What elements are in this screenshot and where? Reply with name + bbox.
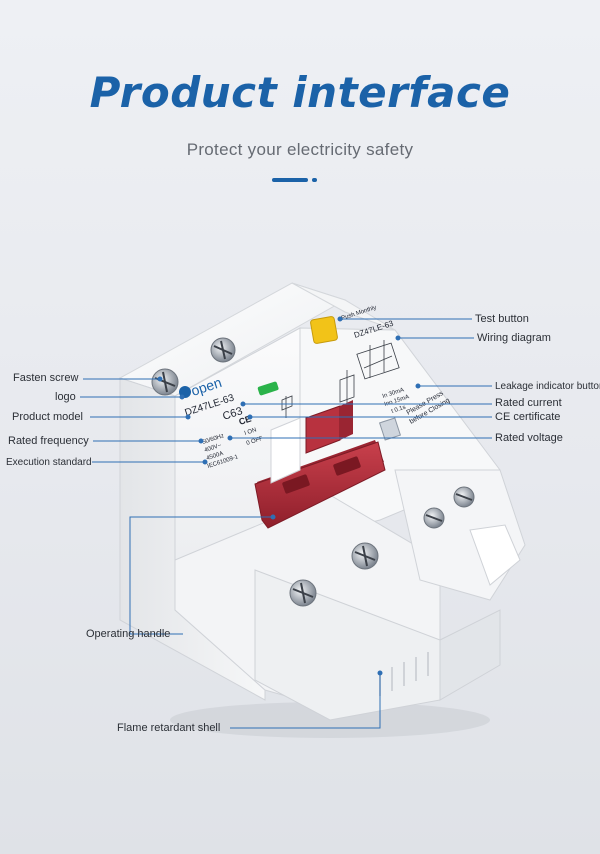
screw-bottom-middle [351, 542, 379, 570]
label-leakage-indicator-button: Leakage indicator button [495, 381, 600, 392]
label-fasten-screw: Fasten screw [13, 372, 79, 384]
capacity-text: 4500A [206, 451, 224, 462]
screw-right-1 [423, 507, 445, 529]
test-button [310, 316, 338, 344]
screw-top-middle [210, 337, 236, 363]
label-rated-current: Rated current [495, 397, 562, 409]
rcd-circuit-symbol [339, 370, 355, 408]
label-rated-frequency: Rated frequency [8, 435, 89, 447]
label-rated-voltage: Rated voltage [495, 432, 563, 444]
circuit-symbol [281, 395, 293, 418]
operating-handle-graphic [254, 400, 386, 529]
screw-top-left [151, 368, 179, 396]
screw-right-2 [453, 486, 475, 508]
label-operating-handle: Operating handle [86, 628, 171, 640]
din-clip [469, 524, 521, 586]
label-logo: logo [55, 391, 76, 403]
label-flame-retardant-shell: Flame retardant shell [117, 722, 221, 734]
wiring-diagram-graphic [356, 340, 400, 380]
leak-text-3: t 0.1s [391, 405, 407, 415]
device-rating-text: C63 [221, 405, 244, 423]
page-subtitle: Protect your electricity safety [186, 140, 414, 159]
title-underline-dot [312, 178, 317, 182]
leader-lines [80, 316, 492, 729]
screw-bottom-left [289, 579, 317, 607]
label-execution-standard: Execution standard [6, 457, 92, 468]
on-text: I ON [244, 427, 258, 437]
status-indicator-window [257, 381, 279, 396]
label-wiring-diagram: Wiring diagram [477, 332, 551, 344]
label-product-model: Product model [12, 411, 83, 423]
shell-right-face [439, 609, 501, 701]
label-test-button: Test button [475, 313, 529, 325]
shell-bottom-face [254, 569, 441, 721]
title-underline [272, 178, 308, 182]
label-ce-certificate: CE certificate [495, 411, 561, 423]
page-title: Product interface [89, 68, 511, 117]
off-text: 0 OFF [246, 436, 264, 447]
voltage-text: 400V~ [204, 443, 223, 454]
